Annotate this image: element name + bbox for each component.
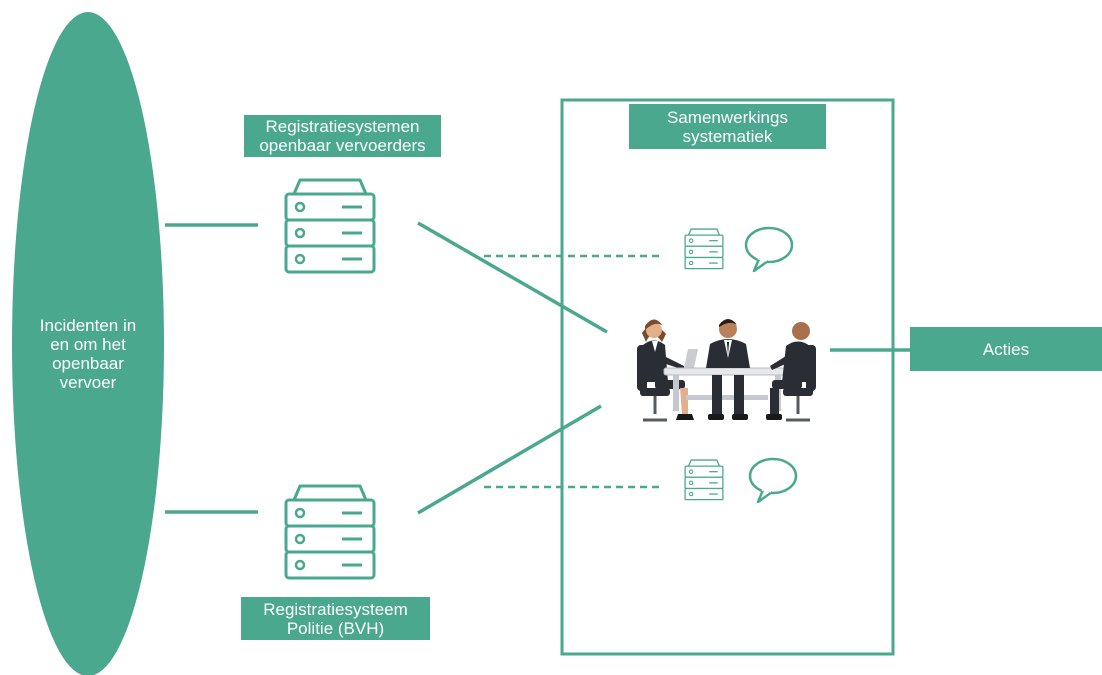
speech-bubble-bottom-icon [748, 457, 798, 504]
actions-label: Acties [982, 339, 1030, 359]
speech-bubble-top-icon [744, 226, 794, 273]
incident-source-line-4: vervoer [59, 373, 117, 392]
cooperation-line-2: systematiek [682, 126, 773, 146]
cooperation-line-1: Samenwerkings [667, 107, 788, 127]
cooperation-label: Samenwerkings systematiek [629, 104, 826, 149]
meeting-people-icon [637, 319, 816, 422]
incident-source-ellipse [12, 12, 164, 675]
incident-source-line-1: Incidenten in [39, 316, 137, 335]
police-registry-line-1: Registratiesysteem [263, 599, 408, 619]
police-server-icon [284, 484, 376, 580]
police-registry-line-2: Politie (BVH) [286, 618, 385, 638]
carrier-registry-line-1: Registratiesystemen [265, 117, 420, 136]
police-registry-label: Registratiesysteem Politie (BVH) [241, 597, 430, 640]
small-server-bottom-icon [684, 459, 724, 501]
connector-bottom-server-meeting [417, 404, 602, 515]
small-server-top-icon [684, 228, 724, 270]
incident-source-line-2: en om het [50, 335, 126, 354]
carrier-registry-line-2: openbaar vervoerders [259, 136, 426, 155]
incident-source-label: Incidenten in en om het openbaar vervoer [15, 316, 161, 392]
carrier-server-icon [284, 178, 376, 274]
connector-top-server-meeting [417, 221, 608, 334]
carrier-registry-label: Registratiesystemen openbaar vervoerders [244, 115, 441, 157]
cooperation-box [560, 98, 895, 656]
incident-source-line-3: openbaar [52, 354, 124, 373]
actions-box: Acties [910, 327, 1102, 371]
